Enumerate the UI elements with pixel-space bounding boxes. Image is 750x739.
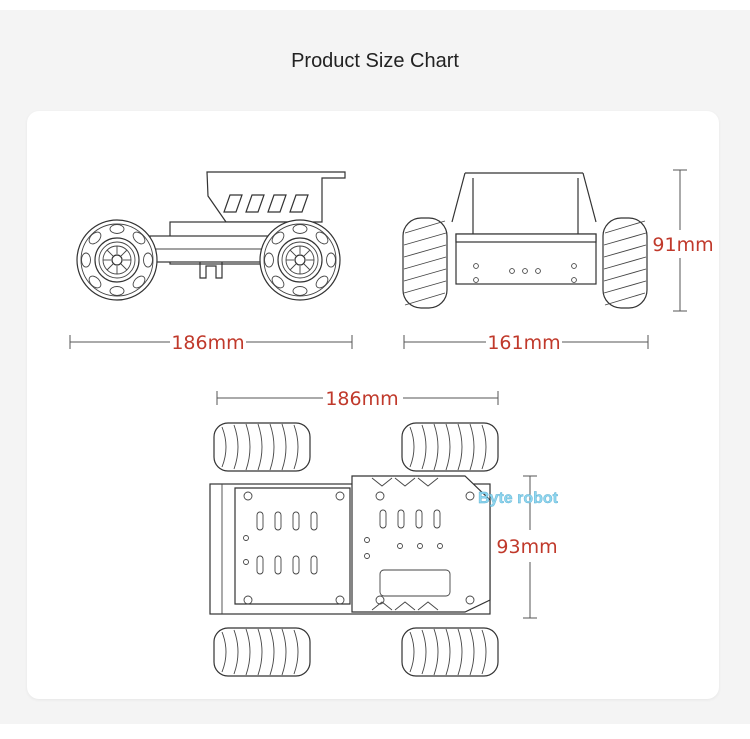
top-view <box>209 422 499 677</box>
dimension-lines <box>69 169 687 619</box>
front-height-label: 91mm <box>652 234 713 256</box>
side-length-label: 186mm <box>171 332 244 354</box>
page-title: Product Size Chart <box>291 50 459 72</box>
top-length-label: 186mm <box>325 388 398 410</box>
bottom-strip <box>0 724 750 739</box>
side-view <box>76 171 346 301</box>
front-view <box>402 172 648 309</box>
top-width-label: 93mm <box>496 536 557 558</box>
front-width-label: 161mm <box>487 332 560 354</box>
watermark-text: Byte robot <box>478 490 559 507</box>
top-strip <box>0 0 750 10</box>
